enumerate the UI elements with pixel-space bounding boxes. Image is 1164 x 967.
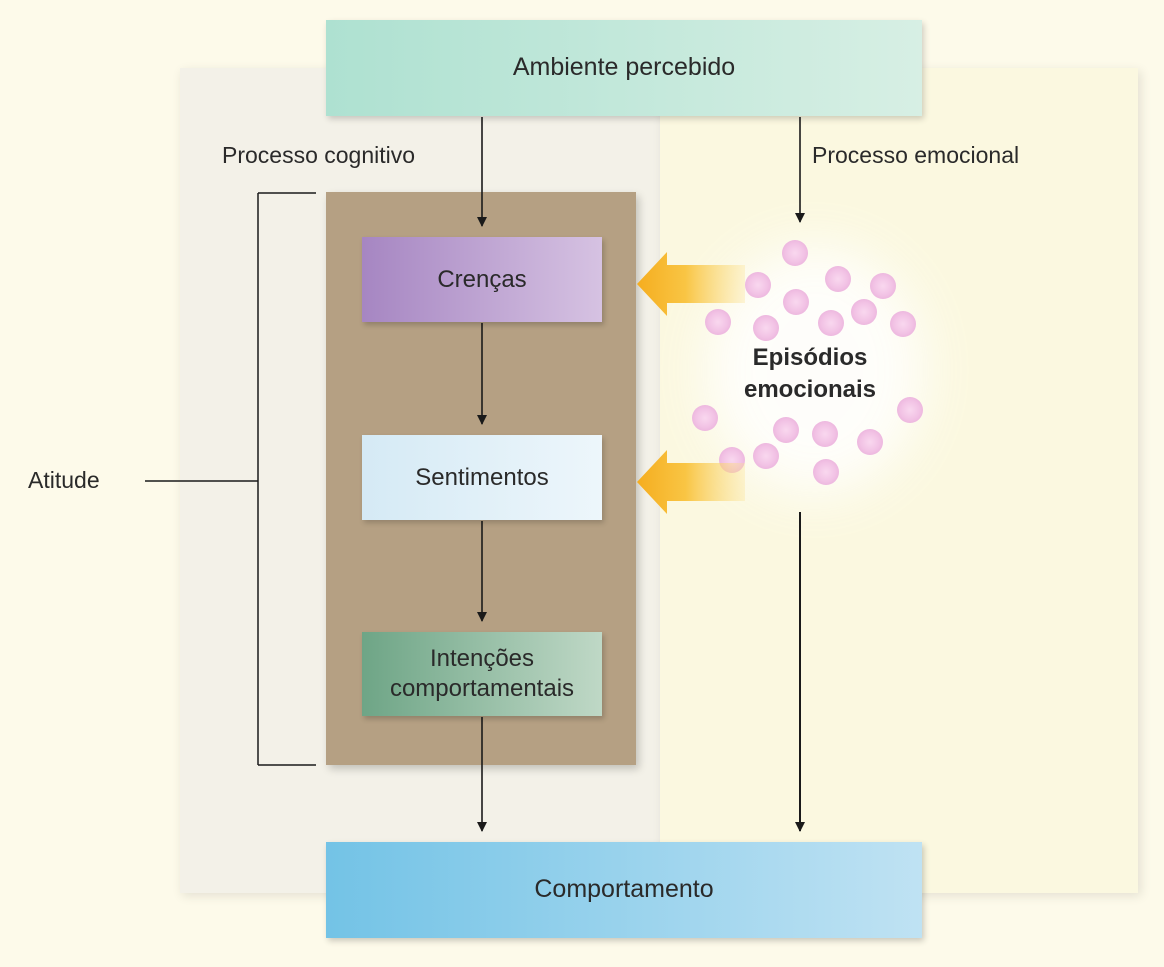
feelings-label: Sentimentos <box>415 463 549 491</box>
intentions-label-line1: Intenções <box>429 645 535 672</box>
emotion-dot <box>890 311 916 337</box>
emotion-to-feelings-arrow <box>637 450 745 514</box>
emotional-episodes-label: Episódios emocionais <box>700 342 920 407</box>
attitude-label: Atitude <box>28 467 100 493</box>
intentions-label-line2: comportamentais <box>389 675 575 702</box>
emotion-dot <box>818 310 844 336</box>
beliefs-box: Crenças <box>362 237 602 322</box>
emotion-dot <box>870 273 896 299</box>
emotional-process-label: Processo emocional <box>812 142 1020 168</box>
emotion-dot <box>851 299 877 325</box>
attitude-bracket <box>145 192 316 766</box>
feelings-box: Sentimentos <box>362 435 602 520</box>
emotion-dot <box>773 417 799 443</box>
emotional-episodes-line2: emocionais <box>743 376 877 404</box>
emotion-dot <box>813 459 839 485</box>
emotion-dot <box>825 266 851 292</box>
intentions-box: Intenções comportamentais <box>362 632 602 716</box>
emotion-dot <box>753 315 779 341</box>
behavior-box: Comportamento <box>326 842 922 938</box>
emotion-dot <box>857 429 883 455</box>
emotion-dot <box>753 443 779 469</box>
environment-label: Ambiente percebido <box>512 53 736 82</box>
behavior-label: Comportamento <box>534 875 714 904</box>
cognitive-process-label: Processo cognitivo <box>222 142 416 168</box>
emotion-dot <box>897 397 923 423</box>
emotion-dots <box>692 240 923 485</box>
emotion-dot <box>782 240 808 266</box>
emotion-dot <box>783 289 809 315</box>
beliefs-label: Crenças <box>437 265 527 293</box>
emotion-dot <box>812 421 838 447</box>
emotional-episodes-line1: Episódios <box>752 344 868 371</box>
emotion-dot <box>692 405 718 431</box>
emotion-to-beliefs-arrow <box>637 252 745 316</box>
emotion-dot <box>705 309 731 335</box>
emotion-dot <box>745 272 771 298</box>
environment-box: Ambiente percebido <box>326 20 922 116</box>
